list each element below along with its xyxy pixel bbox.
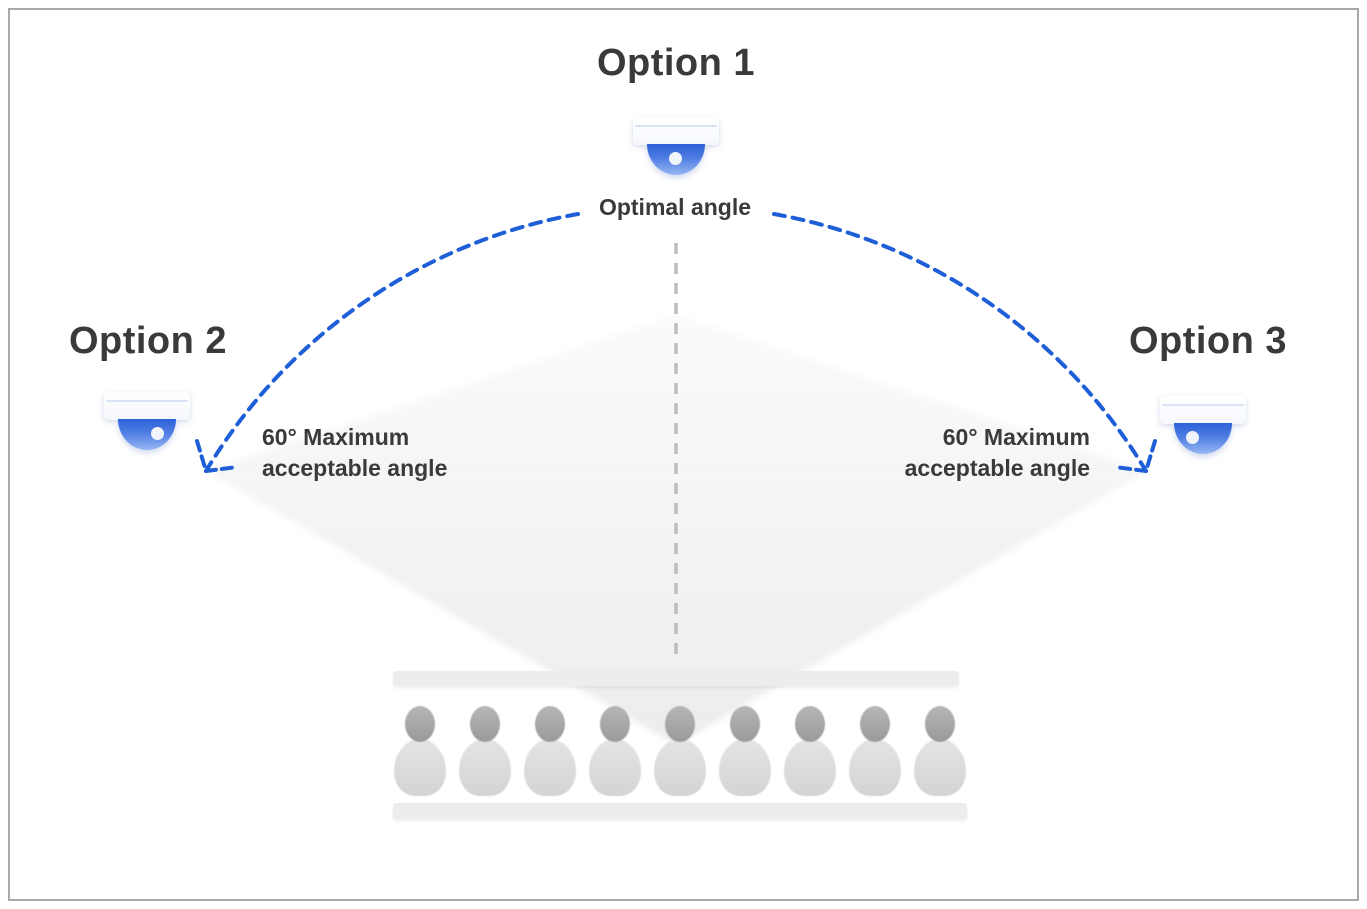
person-head bbox=[795, 706, 825, 742]
camera-mount-line bbox=[635, 125, 717, 127]
audience-member bbox=[524, 706, 576, 796]
audience-member bbox=[394, 706, 446, 796]
person-head bbox=[860, 706, 890, 742]
person-body bbox=[459, 739, 511, 796]
option-3-label: Option 3 bbox=[1128, 320, 1288, 362]
camera-mount-line bbox=[106, 400, 188, 402]
camera-icon-option-1 bbox=[633, 117, 719, 179]
optimal-angle-label: Optimal angle bbox=[598, 194, 752, 220]
person-body bbox=[849, 739, 901, 796]
audience-member bbox=[654, 706, 706, 796]
person-head bbox=[405, 706, 435, 742]
person-body bbox=[654, 739, 706, 796]
option-1-label: Option 1 bbox=[596, 42, 756, 84]
left-arrowhead-icon bbox=[195, 439, 239, 473]
left-max-angle-label: 60° Maximum acceptable angle bbox=[262, 422, 447, 484]
person-body bbox=[524, 739, 576, 796]
audience-member bbox=[849, 706, 901, 796]
camera-mount bbox=[104, 392, 190, 420]
person-head bbox=[535, 706, 565, 742]
person-body bbox=[589, 739, 641, 796]
person-head bbox=[925, 706, 955, 742]
person-head bbox=[470, 706, 500, 742]
upper-stage-bar bbox=[393, 671, 959, 686]
person-head bbox=[665, 706, 695, 742]
person-body bbox=[784, 739, 836, 796]
left-max-angle-line2: acceptable angle bbox=[262, 455, 448, 481]
camera-dome bbox=[118, 419, 176, 450]
right-max-angle-label: 60° Maximum acceptable angle bbox=[905, 422, 1090, 484]
person-body bbox=[719, 739, 771, 796]
person-head bbox=[730, 706, 760, 742]
camera-mount bbox=[1160, 396, 1246, 424]
camera-icon-option-3 bbox=[1160, 396, 1246, 458]
camera-dome bbox=[647, 144, 705, 175]
left-max-angle-line1: 60° Maximum bbox=[262, 424, 410, 450]
option-2-label: Option 2 bbox=[68, 320, 228, 362]
camera-lens bbox=[1186, 431, 1199, 444]
camera-icon-option-2 bbox=[104, 392, 190, 454]
right-max-angle-line1: 60° Maximum bbox=[942, 424, 1090, 450]
camera-lens bbox=[669, 152, 682, 165]
audience-member bbox=[459, 706, 511, 796]
audience-member bbox=[719, 706, 771, 796]
person-head bbox=[600, 706, 630, 742]
person-body bbox=[914, 739, 966, 796]
camera-dome bbox=[1174, 423, 1232, 454]
right-arrowhead-icon bbox=[1113, 439, 1157, 473]
audience-member bbox=[589, 706, 641, 796]
camera-lens bbox=[151, 427, 164, 440]
lower-stage-bar bbox=[393, 803, 967, 819]
audience-member bbox=[784, 706, 836, 796]
camera-mount-line bbox=[1162, 404, 1244, 406]
audience-member bbox=[914, 706, 966, 796]
person-body bbox=[394, 739, 446, 796]
right-max-angle-line2: acceptable angle bbox=[904, 455, 1090, 481]
camera-mount bbox=[633, 117, 719, 145]
